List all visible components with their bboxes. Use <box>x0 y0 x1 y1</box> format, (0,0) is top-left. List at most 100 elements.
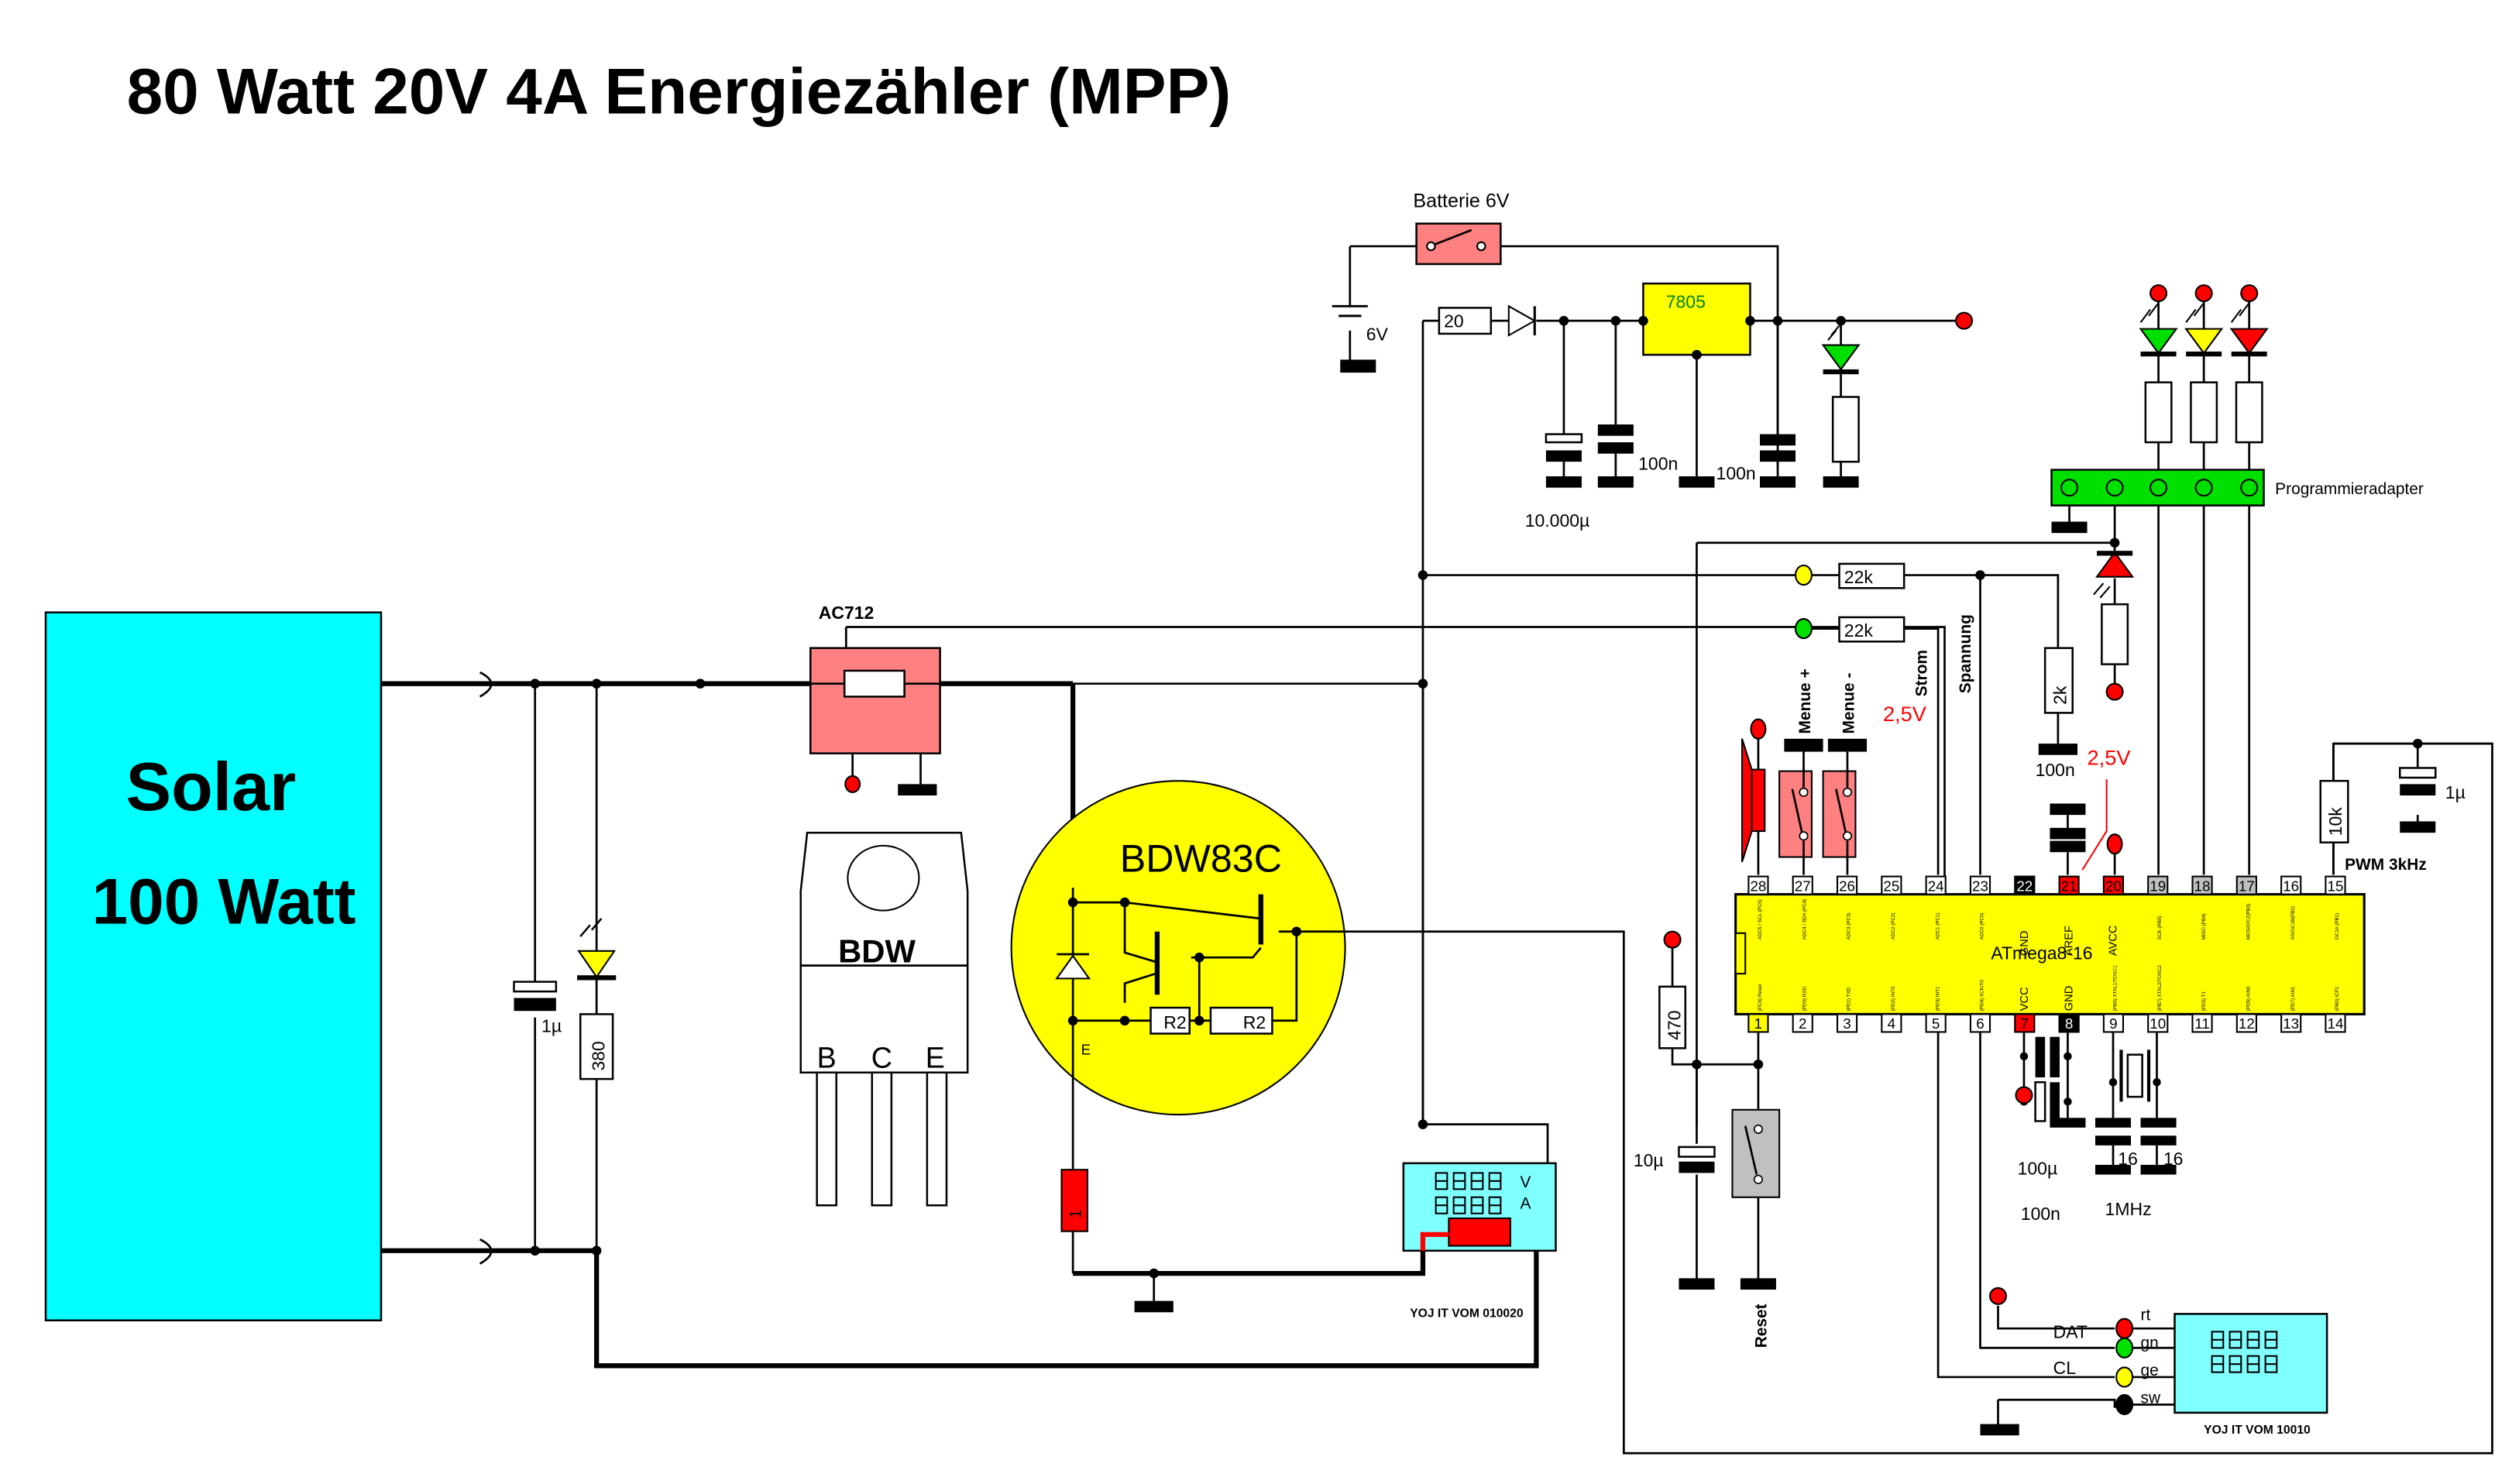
input-cap-label: 1µ <box>541 1015 562 1036</box>
mcu-pin-number: 24 <box>1928 878 1944 894</box>
mcu-pin-label: ADC0 (PC0) <box>1980 912 1985 940</box>
mcu-pin-number: 21 <box>2061 878 2077 894</box>
battery-label: Batterie 6V <box>1413 191 1509 212</box>
light-arrows-icon <box>1827 325 1840 341</box>
solar-panel: Solar 100 Watt <box>44 611 383 1321</box>
reset-circuit: 470 10µ Reset <box>1634 930 1776 1348</box>
yellow-led-icon <box>2184 328 2224 355</box>
mcu-pin-label: VCC <box>2019 987 2031 1011</box>
mcu-pin-label: (PD1) TXD <box>1847 987 1852 1011</box>
mcu-pin-number: 11 <box>2194 1015 2210 1032</box>
darlington-bdw83c: BDW83C R2 R2 E <box>1010 742 2493 1455</box>
menu-minus-button[interactable]: Menue - <box>1822 673 1868 875</box>
mcu-pin-25 <box>1881 875 1902 895</box>
reset-button[interactable] <box>1731 1108 1781 1198</box>
green-led-icon <box>2139 328 2178 355</box>
volt-amp-meter: V A YOJ IT VOM 010020 <box>1402 678 1557 1321</box>
mcu-pin-label: (PD0) RXD <box>1802 986 1807 1011</box>
pin-b-label: B <box>817 1041 837 1073</box>
shunt-label: 1 <box>1067 1209 1085 1218</box>
current-res-label: 22k <box>1844 620 1874 641</box>
ground-icon <box>1823 476 1859 488</box>
wire-rt-terminal <box>2115 1317 2134 1339</box>
r2-label-2: R2 <box>1243 1012 1266 1032</box>
crystal-cap2-label: 16 <box>2163 1149 2184 1169</box>
speaker-icon <box>1741 738 1753 863</box>
pwm-cap-label: 1µ <box>2445 782 2466 802</box>
meter2-model-label: YOJ IT VOM 10010 <box>2204 1424 2311 1437</box>
mcu-pin-label: MOSI/OC2(PB3) <box>2246 904 2252 940</box>
emitter-label: E <box>1081 1042 1091 1058</box>
wire-ge-label: ge <box>2141 1362 2159 1379</box>
mcu-pin-number: 26 <box>1839 878 1855 894</box>
mcu-pin-4 <box>1881 1013 1902 1033</box>
signal-inputs: 22k 22k Strom Spannung 2,5V 2k 100n 2,5V <box>1418 562 2131 875</box>
red-led-icon <box>2095 551 2135 578</box>
mcu-pin-number: 16 <box>2283 878 2299 894</box>
mcu-pin-12 <box>2235 1013 2257 1033</box>
mcu-supply-caps: 100µ 100n <box>2015 1032 2086 1224</box>
reset-label: Reset <box>1752 1304 1770 1348</box>
pin-e-label: E <box>926 1041 945 1073</box>
programming-adapter[interactable]: Programmieradapter <box>2050 469 2424 507</box>
battery-switch[interactable] <box>1415 222 1502 266</box>
mcu-pin-number: 5 <box>1932 1015 1940 1032</box>
mcu-pin-label: MISO (PB4) <box>2201 913 2207 940</box>
mcu-pin-number: 14 <box>2328 1015 2344 1032</box>
mcu-pin-28 <box>1747 875 1769 895</box>
mcu-pin-number: 22 <box>2016 878 2033 894</box>
mcu-pin-15 <box>2325 875 2346 895</box>
mcu-pin-label: (PD2) INT0 <box>1891 986 1896 1011</box>
mcu-pin-label: (PD5) T1 <box>2201 991 2207 1011</box>
wire-rt-label: rt <box>2141 1307 2151 1324</box>
solar-label: Solar <box>125 748 296 825</box>
strom-label: Strom <box>1912 650 1930 696</box>
meter1-model-label: YOJ IT VOM 010020 <box>1410 1307 1524 1321</box>
menu-plus-label: Menue + <box>1796 668 1814 733</box>
red-led-icon <box>2229 328 2269 355</box>
crystal-icon <box>2126 1053 2143 1098</box>
mcu-pin-2 <box>1792 1013 1813 1033</box>
meter-unit-v: V <box>1520 1173 1531 1191</box>
supply-cer-label: 100n <box>2021 1204 2060 1224</box>
display-module: DAT CL rt gn ge sw YOJ IT VOM 10010 <box>1936 1032 2328 1437</box>
mcu-pin-label: AVCC <box>2108 926 2120 957</box>
mcu-pin-number: 3 <box>1843 1015 1850 1032</box>
mcu-pin-label: GND <box>2063 986 2075 1012</box>
transistor-package-drawing: BDW B C E <box>799 831 969 1207</box>
regulator-label: 7805 <box>1666 291 1706 311</box>
programmer-label: Programmieradapter <box>2275 480 2424 498</box>
mcu-pin-label: (PB6) XTAL1/TOSC1 <box>2113 965 2119 1011</box>
mcu-pin-18 <box>2191 875 2213 895</box>
output-cap-100n-label: 100n <box>1716 463 1756 483</box>
mcu-pin-number: 7 <box>2021 1015 2029 1032</box>
mcu-pin-label: SS/OC1B(PB2) <box>2290 906 2296 940</box>
mcu-pin-number: 20 <box>2105 878 2122 894</box>
seven-segment-display-icon <box>2211 1331 2278 1373</box>
led-resistor-label: 380 <box>589 1041 609 1070</box>
supply-elko-label: 100µ <box>2018 1158 2058 1178</box>
mcu-pin-label: (PD3) INT1 <box>1935 986 1940 1011</box>
mcu-pin-label: (PD7) AIN1 <box>2290 986 2296 1011</box>
mcu-pin-number: 9 <box>2109 1015 2117 1032</box>
current-sensor-ac712: AC712 <box>809 603 1946 888</box>
ground-icon <box>1340 359 1376 373</box>
mcu-pin-number: 13 <box>2283 1015 2299 1032</box>
mcu-pin-number: 28 <box>1750 878 1766 894</box>
cl-label: CL <box>2053 1358 2077 1378</box>
mcu-pin-17 <box>2235 875 2257 895</box>
mcu-pin-label: OC1A (PB1) <box>2335 913 2340 940</box>
mcu-pin-26 <box>1836 875 1858 895</box>
current-sense-terminal-icon <box>1794 617 1813 640</box>
darlington-label: BDW83C <box>1120 836 1282 880</box>
shunt-resistor: 1 <box>1060 1169 1426 1313</box>
pwm-filter: 10k 1µ PWM 3kHz <box>2319 738 2493 875</box>
connector-plus-icon <box>479 671 493 698</box>
mcu-label: ATmega8-16 <box>1991 943 2092 963</box>
mcu-pin-label: (PD4) XCK/T0 <box>1980 980 1985 1012</box>
mcu-pin-label: AREF <box>2063 926 2075 956</box>
mcu-pin-number: 6 <box>1976 1015 1984 1032</box>
menu-plus-button[interactable]: Menue + <box>1778 668 1823 875</box>
